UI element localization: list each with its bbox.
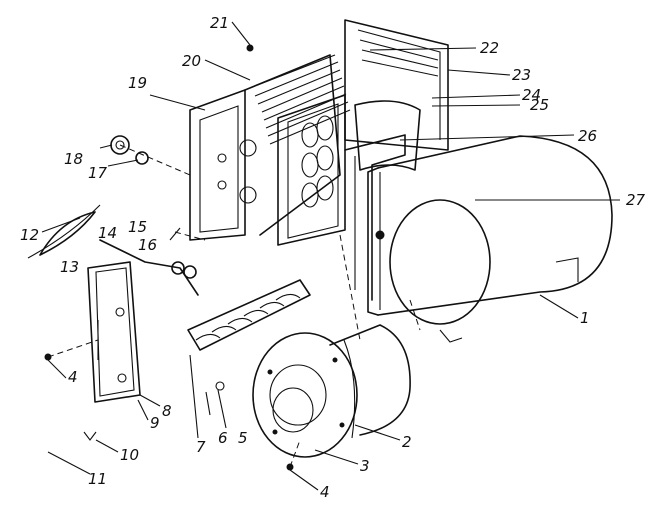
label-part-18: 18 [64, 150, 83, 168]
label-part-8: 8 [162, 402, 172, 420]
label-part-20: 20 [182, 52, 201, 70]
assembly-dashes [47, 144, 421, 468]
part-burner-tubes [187, 279, 311, 351]
part-front-door [87, 261, 141, 403]
label-part-16: 16 [138, 236, 157, 254]
label-part-4-bottom: 4 [320, 483, 330, 501]
label-part-13: 13 [60, 258, 79, 276]
label-part-19: 19 [128, 74, 147, 92]
label-part-15: 15 [128, 218, 147, 236]
part-shroud [344, 134, 406, 301]
part-outer-jacket [367, 135, 613, 343]
label-part-3: 3 [360, 457, 370, 475]
label-part-12: 12 [20, 226, 39, 244]
label-part-4-left: 4 [68, 368, 78, 386]
part-burner-drum [252, 324, 411, 458]
label-part-6: 6 [218, 429, 228, 447]
part-center-panel [277, 94, 346, 246]
leader-lines [41, 21, 620, 491]
label-part-24: 24 [522, 86, 541, 104]
label-part-17: 17 [88, 164, 108, 182]
label-part-23: 23 [512, 66, 531, 84]
label-part-26: 26 [578, 127, 597, 145]
label-part-2: 2 [402, 433, 412, 451]
label-part-27: 27 [626, 191, 646, 209]
label-part-7: 7 [196, 438, 206, 456]
label-part-25: 25 [530, 96, 549, 114]
label-part-21: 21 [210, 14, 229, 32]
label-part-10: 10 [120, 446, 139, 464]
label-part-22: 22 [480, 39, 499, 57]
part-small-fittings [27, 44, 294, 471]
label-part-5: 5 [238, 429, 248, 447]
label-part-9: 9 [150, 414, 160, 432]
label-part-1: 1 [580, 309, 590, 327]
label-part-11: 11 [88, 470, 107, 488]
part-rear-plate [344, 19, 449, 171]
part-labels: 1 2 3 4 4 5 6 7 8 9 10 11 12 13 14 15 16… [20, 14, 646, 501]
label-part-14: 14 [98, 224, 117, 242]
part-heat-exchanger [189, 54, 351, 241]
